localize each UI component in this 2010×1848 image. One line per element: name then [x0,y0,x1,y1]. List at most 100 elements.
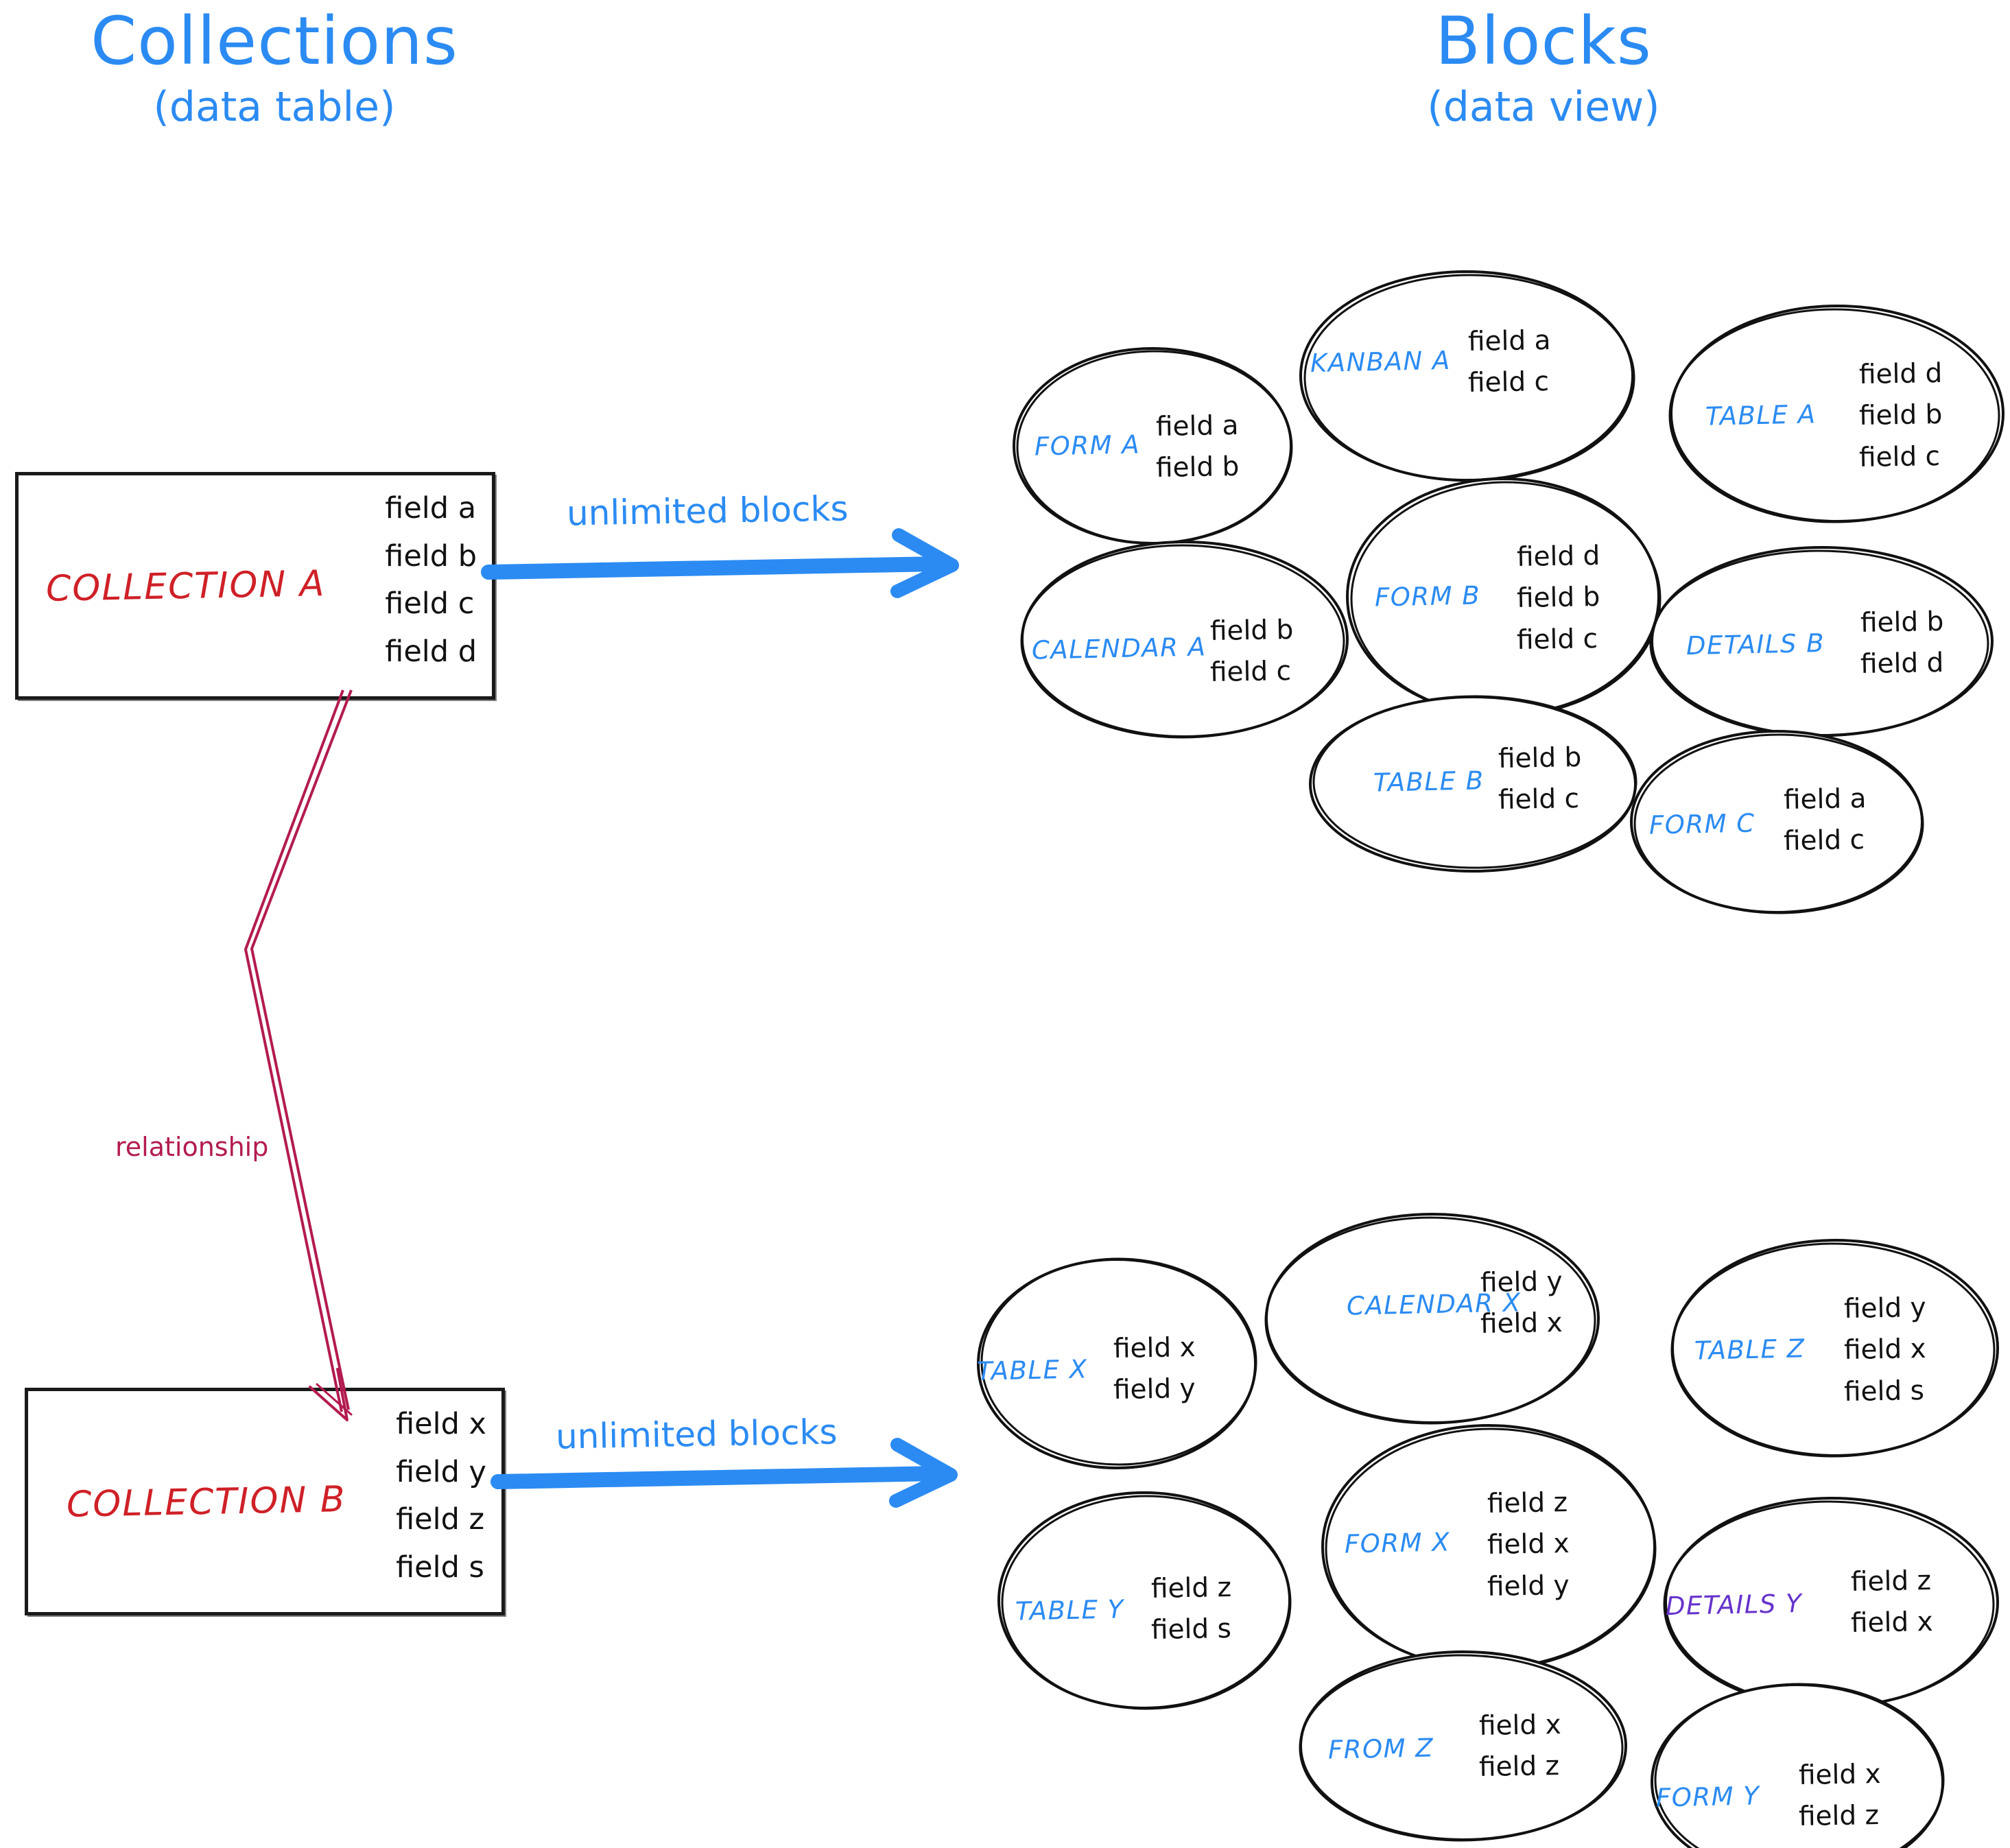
block-field: field y [1487,1569,1570,1602]
block-label: TABLE A [1705,399,1817,431]
block-field: field a [1467,324,1551,358]
relationship-connector [244,689,353,1421]
collection-a-field-0: field a [385,491,477,525]
block-form-y[interactable]: FORM Y field x field z [1646,1679,1948,1848]
block-field: field x [1798,1758,1882,1792]
block-field: field b [1516,582,1600,615]
block-label: FORM C [1648,808,1756,840]
blocks-subtitle: (data view) [1427,82,1660,131]
collection-a-box[interactable]: COLLECTION A field a field b field c fie… [15,472,495,700]
block-field: field c [1783,825,1865,857]
block-field: field a [1155,410,1239,443]
unlimited-blocks-label-b: unlimited blocks [555,1412,838,1457]
collection-b-field-1: field y [396,1454,486,1489]
unlimited-blocks-arrow-a [481,528,959,598]
block-details-b[interactable]: DETAILS B field b field d [1646,542,1998,741]
block-calendar-x[interactable]: CALENDAR X field y field x [1261,1209,1604,1428]
block-label: DETAILS B [1686,628,1825,661]
block-fields: field x field z [1479,1705,1561,1788]
block-label: CALENDAR A [1031,632,1207,665]
block-fields: field a field b [1155,406,1240,489]
block-form-c[interactable]: FORM C field a field c [1626,726,1928,918]
block-field: field z [1150,1572,1232,1605]
block-field: field x [1843,1334,1927,1366]
block-fields: field z field s [1150,1568,1232,1651]
block-table-y[interactable]: TABLE Y field z field s [993,1487,1295,1714]
block-label: FORM A [1034,429,1141,462]
block-calendar-a[interactable]: CALENDAR A field b field c [1017,536,1353,742]
ellipse-outline [1309,695,1637,873]
block-field: field b [1498,742,1582,775]
ellipse-outline [977,1257,1257,1469]
block-field: field x [1480,1307,1563,1340]
block-field: field x [1478,1709,1562,1742]
collection-b-name: COLLECTION B [66,1479,347,1526]
block-fields: field a field c [1783,779,1867,862]
block-details-y[interactable]: DETAILS Y field z field x [1660,1493,2003,1712]
block-field: field z [1487,1487,1568,1520]
block-fields: field a field c [1467,321,1551,404]
block-fields: field x field z [1799,1755,1881,1838]
block-fields: field b field c [1209,611,1294,694]
block-field: field c [1516,623,1598,656]
block-field: field y [1843,1292,1927,1325]
block-label: TABLE B [1373,766,1485,798]
block-table-b[interactable]: TABLE B field b field c [1305,691,1641,877]
block-field: field c [1858,440,1941,473]
block-field: field y [1480,1266,1563,1299]
block-table-z[interactable]: TABLE Z field y field x field s [1667,1235,2003,1461]
block-field: field s [1150,1613,1232,1646]
block-field: field z [1850,1565,1932,1598]
collection-b-field-3: field s [396,1550,484,1585]
block-fields: field x field y [1113,1328,1196,1411]
block-label: FORM Y [1655,1781,1760,1813]
collection-b-field-2: field z [396,1502,485,1537]
relationship-label: relationship [115,1132,269,1162]
block-field: field b [1209,614,1294,648]
blocks-header: Blocks (data view) [1331,7,1756,129]
block-field: field c [1467,366,1550,399]
collection-b-box[interactable]: COLLECTION B field x field y field z fie… [25,1388,505,1615]
block-fields: field d field b field c [1858,354,1943,478]
block-field: field y [1113,1373,1196,1406]
block-form-a[interactable]: FORM A field a field b [1008,343,1297,549]
ellipse-outline [1264,1213,1600,1425]
collection-a-field-3: field d [385,634,477,669]
block-label: TABLE Y [1015,1594,1125,1626]
block-form-x[interactable]: FORM X field z field x field y [1317,1420,1660,1674]
block-label: TABLE X [976,1354,1088,1386]
block-field: field x [1113,1331,1196,1365]
block-form-b[interactable]: FORM B field d field b field c [1342,473,1664,720]
block-label: FORM B [1374,580,1481,613]
collection-a-field-1: field b [385,538,477,573]
ellipse-outline [1013,347,1293,545]
block-label: TABLE Z [1694,1334,1806,1366]
ellipse-outline [1299,1650,1627,1842]
block-table-a[interactable]: TABLE A field d field b field c [1666,300,2009,527]
block-field: field c [1209,656,1292,689]
block-field: field d [1860,648,1944,680]
block-fields: field z field x field y [1487,1483,1570,1607]
block-fields: field z field x [1851,1561,1933,1644]
ellipse-outline [1668,305,2005,523]
block-label: FORM X [1344,1527,1451,1559]
block-label: FROM Z [1327,1733,1434,1765]
ellipse-outline [1670,1239,1999,1458]
collection-b-field-0: field x [396,1407,486,1441]
block-field: field b [1155,451,1240,484]
block-field: field a [1783,783,1867,816]
block-field: field s [1843,1375,1925,1408]
block-table-x[interactable]: TABLE X field x field y [973,1254,1261,1473]
block-field: field z [1478,1751,1560,1784]
block-kanban-a[interactable]: KANBAN A field a field c [1295,266,1638,486]
ellipse-outline [1663,1497,1999,1709]
ellipse-outline [1020,541,1349,739]
blocks-title: Blocks [1435,3,1652,80]
ellipse-outline [1630,730,1924,914]
collection-a-name: COLLECTION A [45,563,326,610]
collection-b-fields: field x field y field z field s [396,1401,486,1592]
ellipse-outline [997,1491,1292,1710]
block-fields: field d field b field c [1517,536,1600,661]
block-from-z[interactable]: FROM Z field x field z [1295,1646,1631,1845]
